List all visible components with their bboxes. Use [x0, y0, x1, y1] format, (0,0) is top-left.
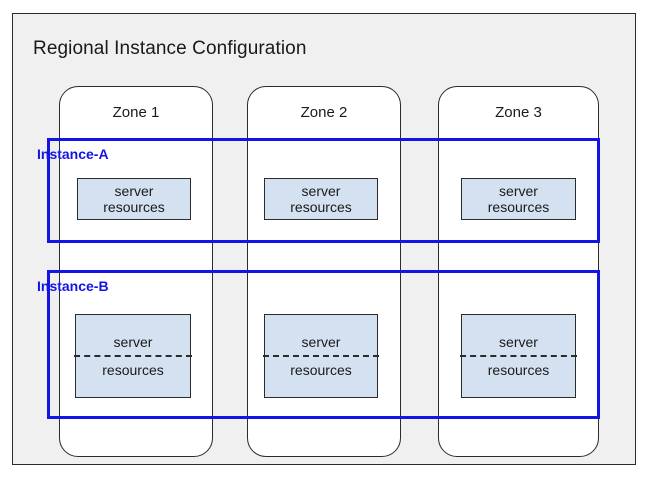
- zone-card-zone-1[interactable]: Zone 1: [59, 86, 213, 457]
- dashed-divider-icon: [74, 355, 192, 357]
- server-resources-box[interactable]: server resources: [460, 314, 577, 398]
- server-box-line-2: resources: [487, 199, 550, 215]
- dashed-divider-icon: [460, 355, 577, 357]
- zone-label: Zone 3: [495, 104, 542, 121]
- server-box-line-2: resources: [290, 199, 352, 215]
- zone-label: Zone 1: [112, 104, 160, 121]
- server-box-line-2: resources: [487, 362, 550, 378]
- server-box-line-2: resources: [290, 362, 352, 378]
- server-box-line-2: resources: [103, 199, 165, 215]
- server-box-line-2: resources: [102, 362, 164, 378]
- server-box-line-1: server: [301, 334, 341, 350]
- server-resources-box[interactable]: server resources: [77, 178, 191, 220]
- server-resources-box[interactable]: server resources: [263, 314, 379, 398]
- zone-label: Zone 2: [300, 104, 348, 121]
- region-frame: Regional Instance Configuration Zone 1 Z…: [12, 13, 636, 465]
- server-resources-box[interactable]: server resources: [74, 314, 192, 398]
- server-box-line-1: server: [499, 334, 538, 350]
- server-resources-box[interactable]: server resources: [264, 178, 378, 220]
- zone-card-zone-2[interactable]: Zone 2: [247, 86, 401, 457]
- server-box-line-1: server: [499, 183, 538, 199]
- zone-card-zone-3[interactable]: Zone 3: [438, 86, 599, 457]
- server-box-line-1: server: [113, 334, 153, 350]
- server-resources-box[interactable]: server resources: [461, 178, 576, 220]
- server-box-line-1: server: [301, 183, 341, 199]
- dashed-divider-icon: [263, 355, 379, 357]
- instance-label-instance-b: Instance-B: [37, 278, 109, 294]
- instance-label-instance-a: Instance-A: [37, 146, 109, 162]
- server-box-line-1: server: [114, 183, 154, 199]
- page-title: Regional Instance Configuration: [33, 38, 307, 59]
